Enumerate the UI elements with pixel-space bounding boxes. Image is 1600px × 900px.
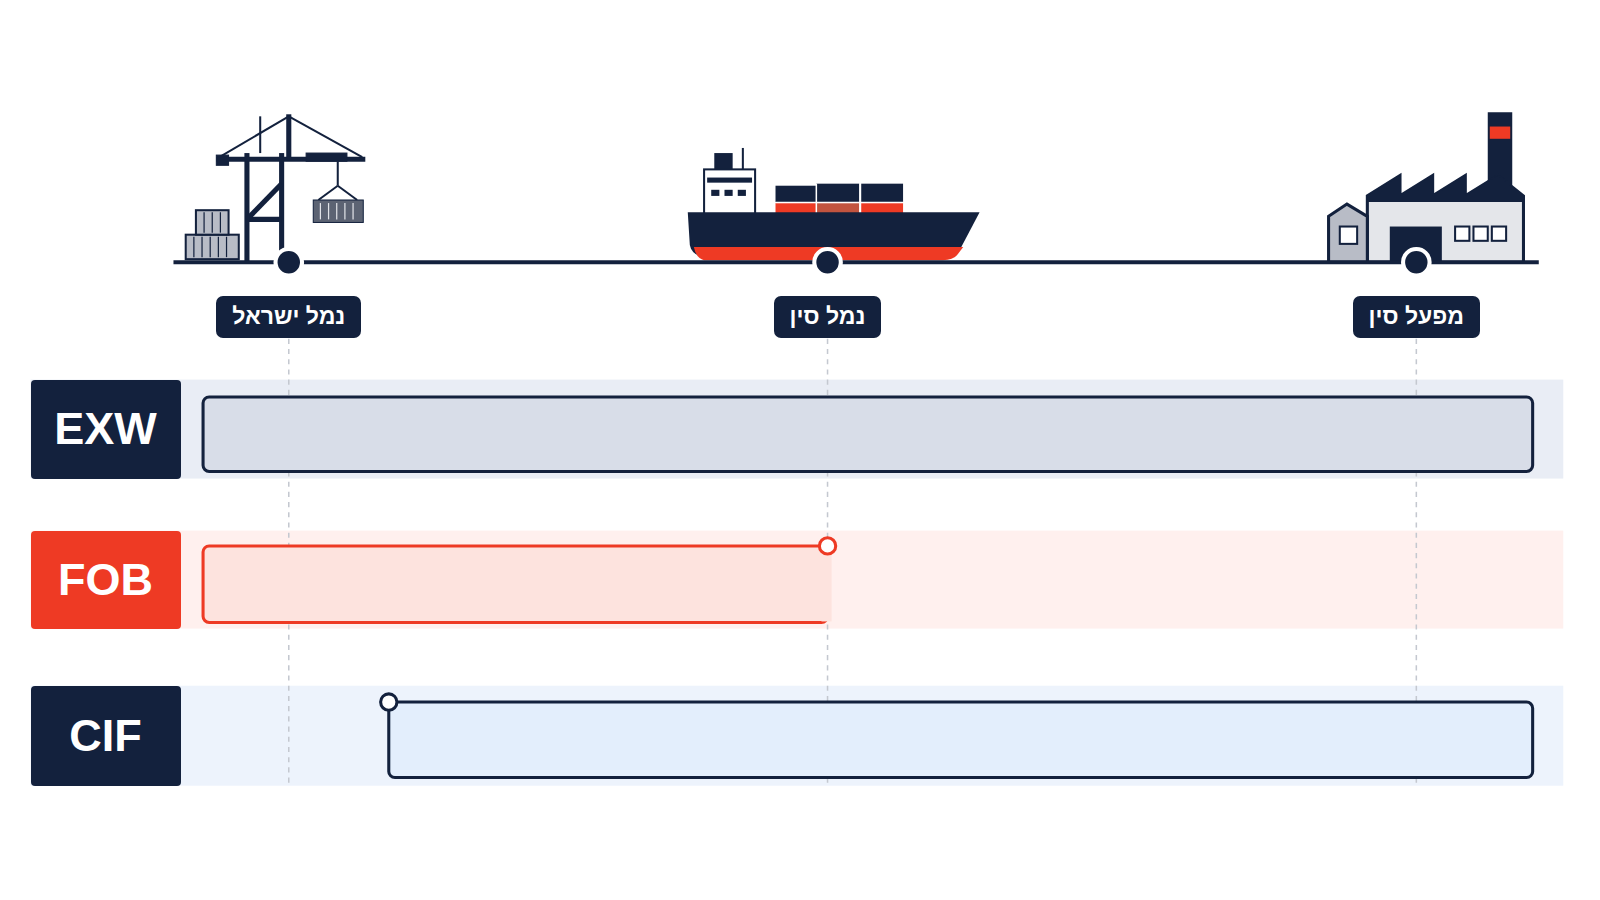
location-label: נמל ישראל (216, 296, 361, 338)
fob-point (819, 538, 835, 554)
fob-bar (203, 546, 827, 623)
fob-band (31, 531, 1564, 629)
fob-bar-open-end (821, 547, 831, 621)
term-code: EXW (54, 403, 157, 455)
location-label: מפעל סין (1353, 296, 1480, 338)
location-name: נמל ישראל (232, 303, 345, 330)
cif-point (381, 694, 397, 710)
timeline-points (276, 249, 1430, 276)
location-label: נמל סין (774, 296, 882, 338)
factory (1329, 112, 1524, 262)
cif-band (31, 686, 1564, 786)
term-code: FOB (58, 554, 153, 606)
term-code: CIF (69, 710, 142, 762)
location-name: נמל סין (790, 303, 866, 330)
term-label: FOB (31, 531, 181, 629)
container-ship (688, 148, 980, 260)
term-label: CIF (31, 686, 181, 786)
term-label: EXW (31, 380, 181, 479)
port-crane (186, 114, 366, 262)
exw-band (31, 380, 1564, 479)
cif-bar (389, 702, 1533, 778)
timeline (173, 260, 1538, 264)
location-name: מפעל סין (1369, 303, 1464, 330)
exw-bar (203, 397, 1533, 471)
